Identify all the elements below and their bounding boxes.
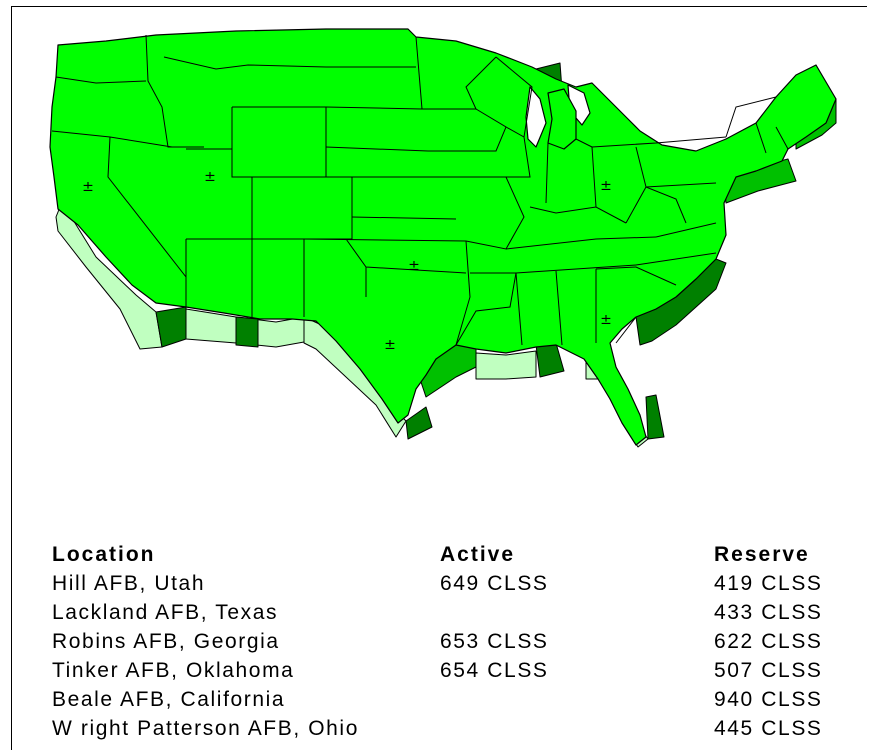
base-marker-icon: ±	[204, 169, 216, 185]
extrusion-florida-dark	[645, 394, 665, 440]
extrusion-gulf-dark	[535, 342, 565, 378]
location-cell: Lackland AFB, Texas	[52, 601, 279, 624]
extrusion-border-dark	[235, 316, 259, 348]
border-tx	[365, 240, 471, 346]
border-new-england	[725, 96, 789, 154]
border-wi-il	[495, 56, 533, 178]
border-ne-ks	[351, 176, 457, 220]
locations-table: Location Active Reserve Hill AFB, Utah 6…	[52, 540, 852, 743]
border-nd-sd	[325, 66, 429, 152]
border-id	[145, 34, 204, 148]
reserve-cell: 940 CLSS	[714, 688, 823, 711]
border-ms-al	[515, 269, 597, 346]
border-co	[252, 176, 353, 240]
header-active: Active	[440, 543, 516, 566]
border-nc-va	[635, 222, 717, 266]
border-wv	[625, 186, 687, 224]
border-ky-tn	[505, 236, 657, 274]
base-marker-icon: ±	[600, 178, 612, 194]
state-borders	[51, 34, 789, 346]
us-map: ± ± ± ± ± ±	[49, 28, 837, 448]
border-ky-upper	[529, 206, 627, 224]
location-cell: Tinker AFB, Oklahoma	[52, 659, 295, 682]
border-mo	[446, 176, 525, 250]
table-row: Hill AFB, Utah 649 CLSS 419 CLSS	[52, 569, 852, 598]
base-marker-icon: ±	[600, 312, 612, 328]
border-az-nm	[185, 239, 305, 319]
location-cell: Robins AFB, Georgia	[52, 630, 280, 653]
location-cell: Hill AFB, Utah	[52, 572, 206, 595]
land-mass	[49, 28, 837, 446]
border-ut	[186, 148, 253, 240]
border-ia	[428, 108, 507, 152]
reserve-cell: 433 CLSS	[714, 601, 823, 624]
table-row: W right Patterson AFB, Ohio 445 CLSS	[52, 714, 852, 743]
header-location: Location	[52, 543, 156, 566]
active-cell: 653 CLSS	[440, 630, 549, 653]
reserve-cell: 419 CLSS	[714, 572, 823, 595]
states	[49, 28, 837, 446]
extrusion-gulf	[475, 350, 537, 380]
table-row: Tinker AFB, Oklahoma 654 CLSS 507 CLSS	[52, 656, 852, 685]
border-ar-la	[455, 272, 517, 346]
base-markers: ± ± ± ± ± ±	[82, 169, 612, 353]
border-mt	[163, 56, 327, 70]
table-row: Robins AFB, Georgia 653 CLSS 622 CLSS	[52, 627, 852, 656]
border-wa-or	[55, 76, 147, 84]
reserve-cell: 445 CLSS	[714, 717, 823, 740]
active-cell: 654 CLSS	[440, 659, 549, 682]
table-header-row: Location Active Reserve	[52, 540, 852, 569]
base-marker-icon: ±	[82, 179, 94, 195]
lake-michigan	[525, 86, 547, 148]
base-marker-icon: ±	[408, 258, 420, 274]
figure-frame	[11, 6, 867, 750]
reserve-cell: 507 CLSS	[714, 659, 823, 682]
location-cell: Beale AFB, California	[52, 688, 286, 711]
reserve-cell: 622 CLSS	[714, 630, 823, 653]
table-row: Beale AFB, California 940 CLSS	[52, 685, 852, 714]
border-nv	[107, 136, 187, 309]
header-reserve: Reserve	[714, 543, 810, 566]
location-cell: W right Patterson AFB, Ohio	[52, 717, 359, 740]
michigan-lower	[547, 88, 577, 150]
extrusion-california-dark	[155, 306, 187, 348]
table-row: Lackland AFB, Texas 433 CLSS	[52, 598, 852, 627]
border-ga-sc	[595, 266, 677, 344]
base-marker-icon: ±	[384, 337, 396, 353]
extrusion-texas-dark	[405, 406, 433, 440]
active-cell: 649 CLSS	[440, 572, 549, 595]
